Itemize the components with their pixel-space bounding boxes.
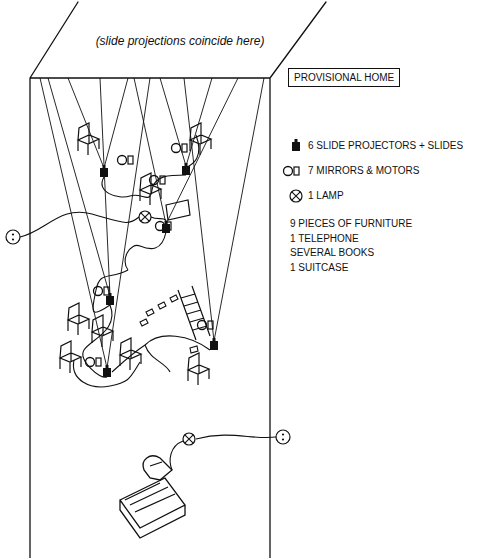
legend-text: 7 MIRRORS & MOTORS: [308, 165, 420, 176]
inventory-item: 9 PIECES OF FURNITURE: [290, 218, 412, 229]
projectors: [100, 163, 218, 377]
cables: [20, 135, 276, 470]
title-text: PROVISIONAL HOME: [294, 72, 394, 83]
legend-text: 1 LAMP: [308, 190, 344, 201]
room-prism: [30, 2, 326, 558]
mirrors: [86, 144, 214, 367]
legend-text: 6 SLIDE PROJECTORS + SLIDES: [308, 140, 463, 151]
proj-symbol: [292, 139, 300, 151]
mirror-symbol: [284, 167, 300, 176]
ceiling-note: (slide projections coincide here): [96, 34, 265, 48]
inventory-item: 1 TELEPHONE: [290, 233, 359, 244]
title-box: PROVISIONAL HOME: [288, 68, 400, 87]
projection-beams: [40, 78, 264, 368]
furniture: [60, 123, 211, 385]
lamp-symbol: [290, 190, 302, 202]
speakers: [6, 230, 290, 444]
books: [140, 295, 198, 353]
inventory-item: 1 SUITCASE: [290, 262, 348, 273]
suitcase-and-telephone: [120, 456, 185, 538]
inventory-item: SEVERAL BOOKS: [290, 247, 374, 258]
lamps: [139, 211, 195, 445]
